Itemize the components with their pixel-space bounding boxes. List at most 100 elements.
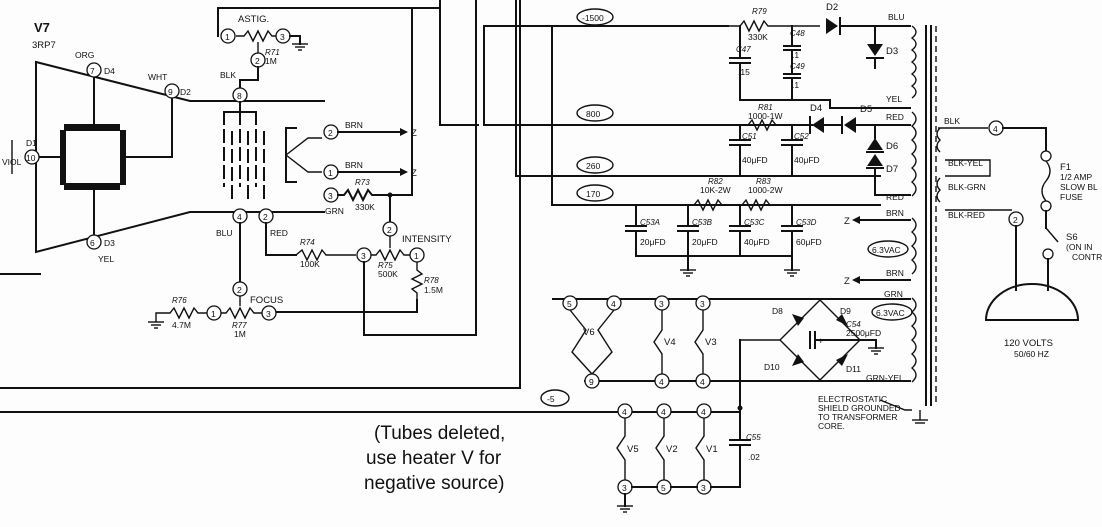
crt-pin-6 <box>86 234 102 250</box>
crt-tube: V7 3RP7 7 D4 ORG 9 D2 WHT 10 D1 VIOL 6 D… <box>0 20 325 275</box>
svg-text:D6: D6 <box>886 141 898 152</box>
svg-text:100K: 100K <box>300 259 320 269</box>
svg-text:D10: D10 <box>764 362 780 372</box>
svg-text:INTENSITY: INTENSITY <box>402 234 452 245</box>
svg-text:C48: C48 <box>790 29 805 38</box>
svg-text:2: 2 <box>237 285 242 295</box>
svg-text:YEL: YEL <box>98 254 114 264</box>
svg-text:1: 1 <box>211 309 216 319</box>
svg-text:C47: C47 <box>736 45 751 54</box>
svg-text:Z: Z <box>844 216 850 227</box>
svg-text:C49: C49 <box>790 62 805 71</box>
svg-text:FOCUS: FOCUS <box>250 295 283 306</box>
svg-text:C53A: C53A <box>640 218 660 227</box>
svg-text:20μFD: 20μFD <box>640 237 666 247</box>
svg-text:D4: D4 <box>104 66 115 76</box>
heater-string: 5 4 9 V6 3 4 V4 3 4 V3 4 4 4 V5 V2 V1 3 … <box>552 295 911 513</box>
deflection-leads: 2 1 3 BRN BRN Z Z GRN R73 330K <box>323 9 417 223</box>
svg-text:3: 3 <box>280 32 285 42</box>
svg-text:BRN: BRN <box>345 120 363 130</box>
svg-text:R81: R81 <box>758 103 773 112</box>
svg-text:(ON IN: (ON IN <box>1066 242 1092 252</box>
svg-text:3: 3 <box>328 191 333 201</box>
svg-text:170: 170 <box>586 189 600 199</box>
svg-text:60μFD: 60μFD <box>796 237 822 247</box>
svg-text:2: 2 <box>255 56 260 66</box>
svg-text:260: 260 <box>586 161 600 171</box>
svg-text:3: 3 <box>659 299 664 309</box>
svg-text:4: 4 <box>611 299 616 309</box>
svg-text:BRN: BRN <box>886 268 904 278</box>
svg-text:1: 1 <box>225 32 230 42</box>
crt-outline-top <box>34 60 325 102</box>
svg-text:R78: R78 <box>424 276 439 285</box>
svg-text:GRN-YEL: GRN-YEL <box>866 373 904 383</box>
svg-text:4: 4 <box>993 124 998 134</box>
mains-input: F1 1/2 AMP SLOW BL FUSE S6 (ON IN CONTR … <box>984 150 1102 359</box>
svg-text:9: 9 <box>168 87 173 97</box>
svg-text:D1: D1 <box>26 138 37 148</box>
svg-text:1: 1 <box>328 168 333 178</box>
svg-text:R73: R73 <box>355 178 370 187</box>
svg-text:-5: -5 <box>547 394 555 404</box>
note-line-1: (Tubes deleted, <box>374 423 505 444</box>
svg-text:-1500: -1500 <box>582 13 604 23</box>
svg-text:10: 10 <box>26 153 36 163</box>
svg-text:C53C: C53C <box>744 218 765 227</box>
svg-text:R82: R82 <box>708 177 723 186</box>
plate-left <box>60 130 66 185</box>
svg-text:GRN: GRN <box>884 289 903 299</box>
svg-text:R83: R83 <box>756 177 771 186</box>
svg-text:BLK-GRN: BLK-GRN <box>948 182 986 192</box>
annotation-note: (Tubes deleted, use heater V for negativ… <box>364 423 505 494</box>
svg-text:4: 4 <box>701 407 706 417</box>
svg-text:1000-1W: 1000-1W <box>748 111 783 121</box>
svg-text:D3: D3 <box>886 46 898 57</box>
svg-text:V5: V5 <box>627 444 639 455</box>
svg-text:.1: .1 <box>792 80 799 90</box>
svg-text:CORE.: CORE. <box>818 421 845 431</box>
svg-text:1M: 1M <box>234 329 246 339</box>
svg-text:5: 5 <box>661 483 666 493</box>
svg-text:4: 4 <box>622 407 627 417</box>
svg-text:2500μFD: 2500μFD <box>846 328 881 338</box>
svg-text:RED: RED <box>270 228 288 238</box>
svg-text:D11: D11 <box>846 364 861 374</box>
svg-text:RED: RED <box>886 112 904 122</box>
svg-text:BLK: BLK <box>220 70 236 80</box>
svg-text:800: 800 <box>586 109 600 119</box>
plate-top <box>64 124 120 131</box>
svg-text:.02: .02 <box>748 452 760 462</box>
svg-text:9: 9 <box>589 377 594 387</box>
svg-text:20μFD: 20μFD <box>692 237 718 247</box>
svg-text:Z: Z <box>411 128 417 139</box>
svg-text:D8: D8 <box>772 306 783 316</box>
svg-text:120 VOLTS: 120 VOLTS <box>1004 338 1053 349</box>
svg-text:BLK-RED: BLK-RED <box>948 210 985 220</box>
focus-control: 2 FOCUS 1 3 R77 1M R76 4.7M <box>148 281 283 339</box>
intensity-control: 3 1 2 INTENSITY R75 500K R78 1.5M <box>275 0 477 336</box>
svg-text:6: 6 <box>90 238 95 248</box>
svg-text:10K-2W: 10K-2W <box>700 185 731 195</box>
svg-text:330K: 330K <box>355 202 375 212</box>
svg-text:BRN: BRN <box>886 208 904 218</box>
svg-text:4: 4 <box>700 377 705 387</box>
svg-text:R71: R71 <box>265 48 280 57</box>
svg-text:4.7M: 4.7M <box>172 320 191 330</box>
svg-text:40μFD: 40μFD <box>742 155 768 165</box>
svg-text:BLU: BLU <box>888 12 905 22</box>
svg-text:50/60 HZ: 50/60 HZ <box>1014 349 1049 359</box>
svg-text:C55: C55 <box>746 433 761 442</box>
svg-text:5: 5 <box>567 299 572 309</box>
voltage-labels: -1500 800 260 170 -5 <box>540 8 614 407</box>
svg-text:C53D: C53D <box>796 218 817 227</box>
svg-text:CONTR: CONTR <box>1072 252 1102 262</box>
svg-text:ASTIG.: ASTIG. <box>238 14 269 25</box>
svg-text:V6: V6 <box>583 327 595 338</box>
svg-text:+: + <box>818 336 824 347</box>
svg-text:V1: V1 <box>706 444 718 455</box>
svg-text:4: 4 <box>659 377 664 387</box>
astig-control: 1 3 ASTIG. R71 1M 2 BLK 8 <box>217 7 441 113</box>
svg-text:2: 2 <box>263 212 268 222</box>
